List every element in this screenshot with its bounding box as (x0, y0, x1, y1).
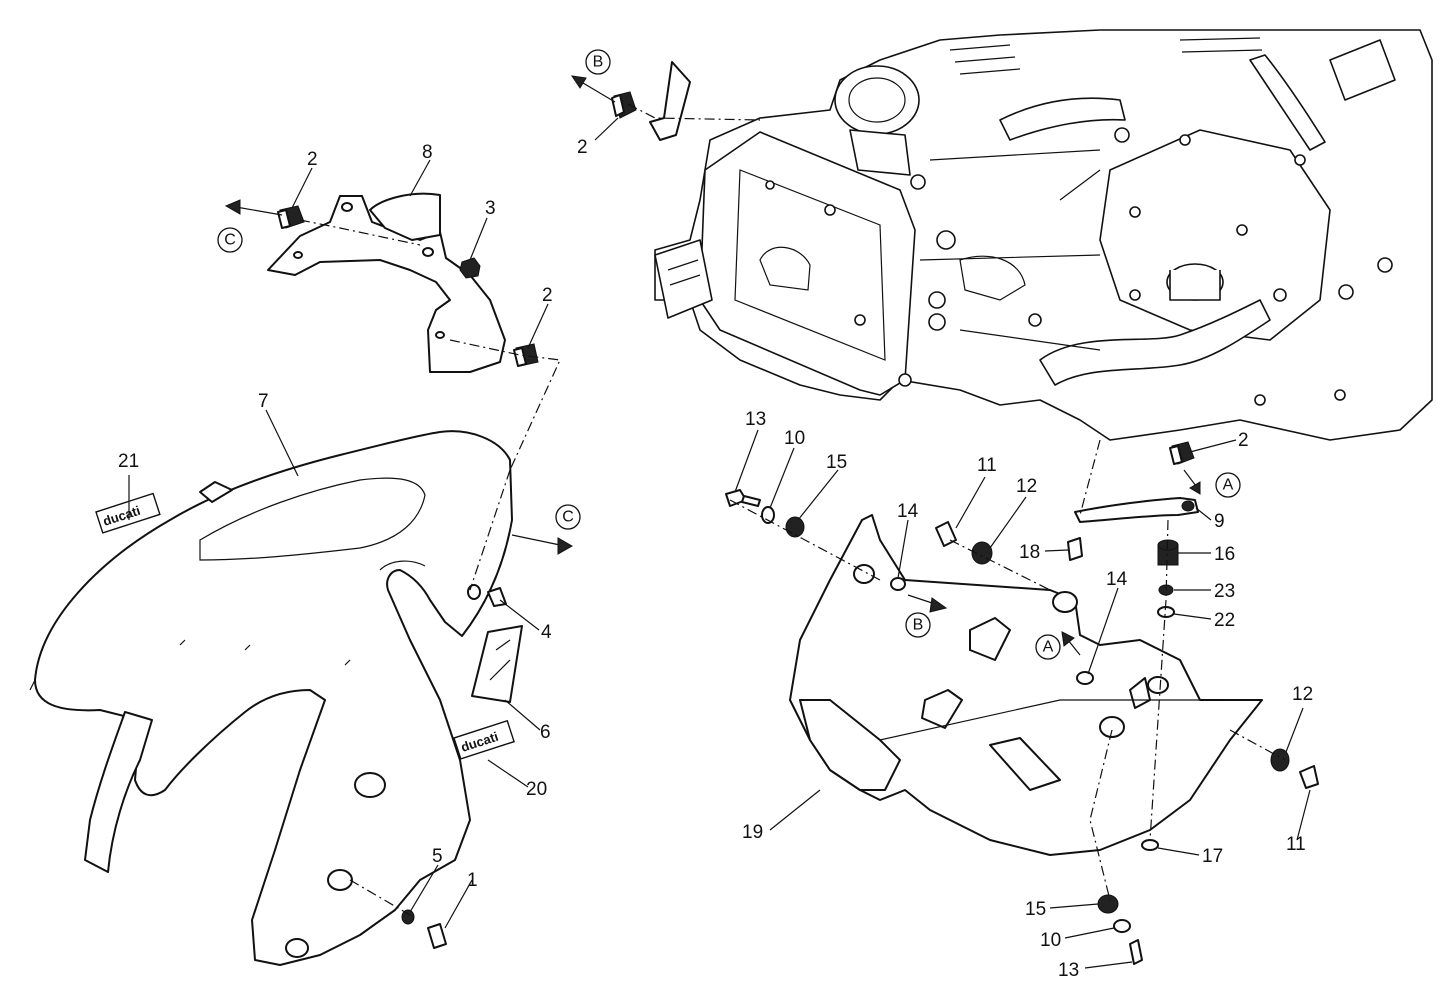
callout-15: 15 (826, 452, 847, 473)
assembly-lines (299, 103, 1286, 916)
front-mudguard-7 (29, 430, 513, 966)
engine-bolts (765, 127, 1393, 406)
callout-10: 10 (1040, 930, 1061, 951)
reference-mark-a: A (1035, 634, 1061, 660)
reference-marks: B C C B A A (217, 49, 1241, 660)
svg-text:A: A (1043, 639, 1054, 656)
svg-text:B: B (913, 617, 924, 634)
callout-2: 2 (307, 149, 318, 170)
direction-arrows (224, 75, 1201, 656)
reference-mark-b: B (905, 612, 931, 638)
clip-nut-2-bracket-left (277, 205, 305, 229)
callout-6: 6 (540, 722, 551, 743)
belly-pan-19 (789, 514, 1263, 856)
clip-nut-2-engine-bottom (1169, 441, 1195, 465)
svg-text:C: C (224, 232, 236, 249)
label-leaders (128, 117, 1311, 969)
callout-8: 8 (422, 142, 433, 163)
callout-23: 23 (1214, 581, 1235, 602)
callout-22: 22 (1214, 610, 1235, 631)
callout-3: 3 (485, 198, 496, 219)
clip-nut-2-bracket-right (513, 343, 539, 367)
svg-text:C: C (562, 509, 574, 526)
callout-13: 13 (1058, 960, 1079, 981)
reference-mark-b: B (585, 49, 611, 75)
svg-text:A: A (1223, 477, 1234, 494)
part-number-labels: 2 2 8 3 2 7 21 4 6 20 5 1 13 10 15 14 11… (118, 137, 1313, 981)
callout-4: 4 (541, 622, 552, 643)
clip-nut-2-engine-top (611, 91, 637, 119)
callout-13: 13 (745, 409, 766, 430)
callout-11: 11 (977, 455, 997, 476)
callout-19: 19 (742, 822, 763, 843)
callout-7: 7 (258, 391, 269, 412)
callout-5: 5 (432, 846, 443, 867)
callout-12: 12 (1292, 684, 1313, 705)
callout-1: 1 (467, 870, 478, 891)
reference-mark-c: C (555, 504, 581, 530)
sticker-21: ducati (95, 492, 161, 534)
front-bracket-8 (267, 192, 506, 373)
callout-10: 10 (784, 428, 805, 449)
reference-mark-a: A (1215, 472, 1241, 498)
callout-16: 16 (1214, 544, 1235, 565)
callout-20: 20 (526, 779, 547, 800)
nut-3 (459, 257, 481, 279)
callout-17: 17 (1202, 846, 1223, 867)
engine-bracket-upper (649, 61, 691, 141)
sticker-20: ducati (453, 719, 515, 760)
callout-18: 18 (1019, 542, 1040, 563)
callout-2: 2 (542, 285, 553, 306)
callout-2: 2 (1238, 430, 1249, 451)
bracket-9 (1074, 497, 1199, 523)
callout-21: 21 (118, 451, 139, 472)
reference-mark-c: C (217, 227, 243, 253)
callout-9: 9 (1214, 511, 1225, 532)
svg-text:B: B (593, 54, 604, 71)
engine-assembly (654, 29, 1433, 441)
callout-12: 12 (1016, 476, 1037, 497)
callout-14: 14 (1106, 569, 1128, 590)
rubber-mount-16 (1157, 539, 1179, 566)
callout-11: 11 (1286, 834, 1306, 855)
callout-15: 15 (1025, 899, 1046, 920)
callout-2: 2 (577, 137, 588, 158)
callout-14: 14 (897, 501, 919, 522)
